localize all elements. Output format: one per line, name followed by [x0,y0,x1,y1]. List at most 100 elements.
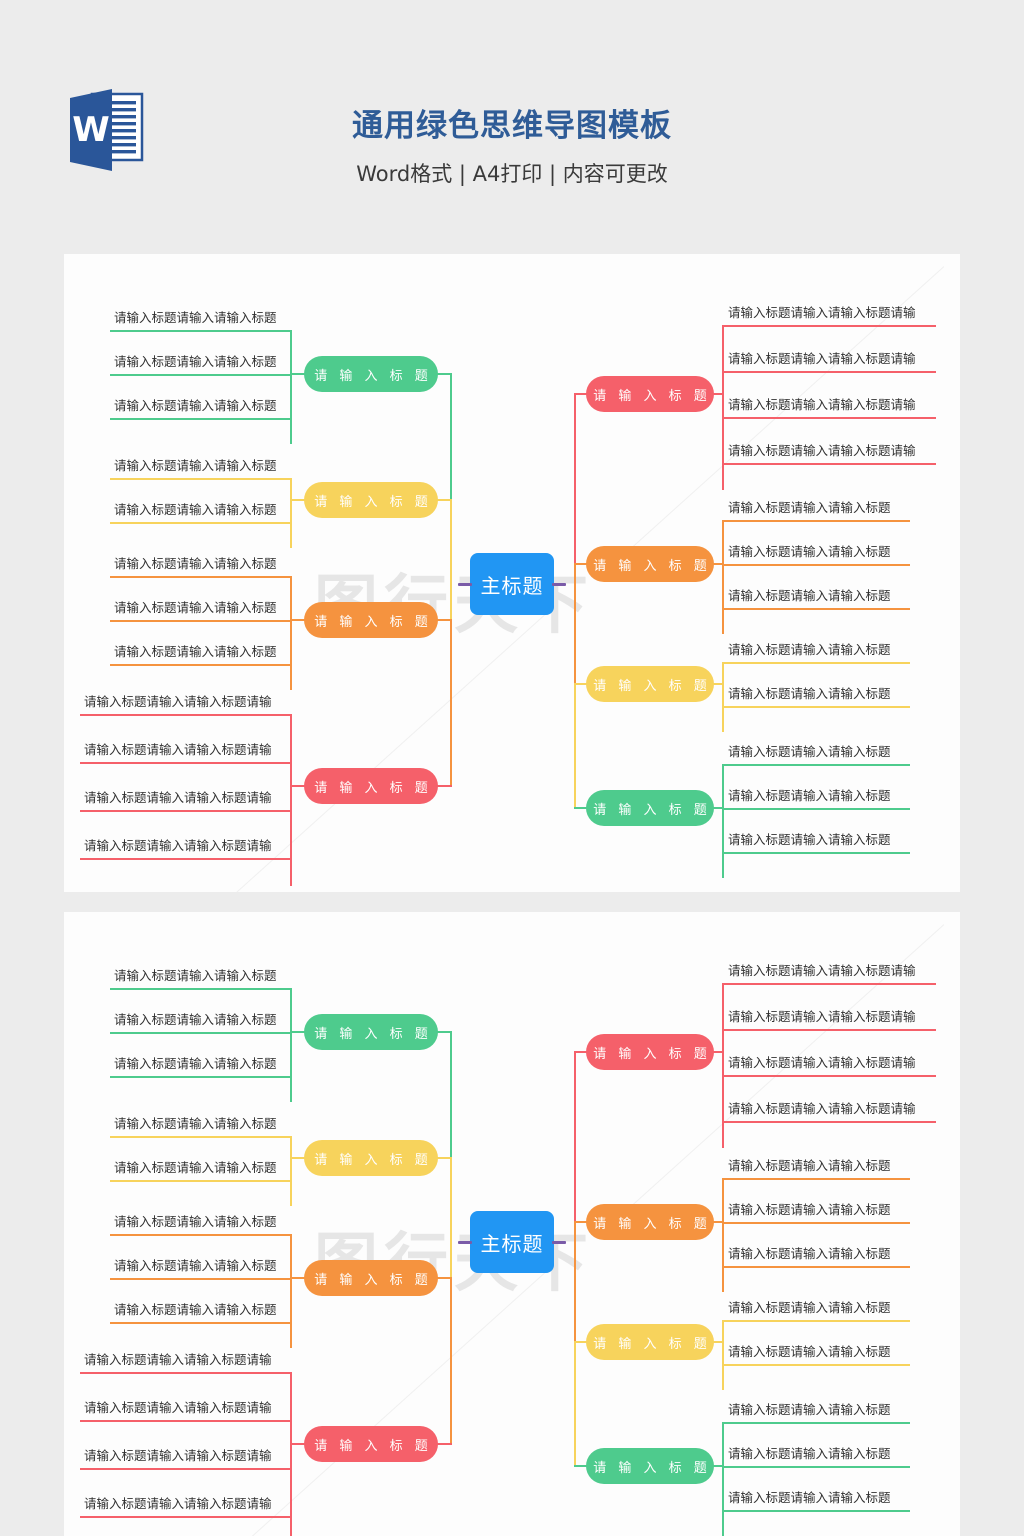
leaf-label: 请输入标题请输入请输入标题请输 [728,963,916,978]
leaf-bracket-right [722,662,724,732]
leaf-label: 请输入标题请输入请输入标题 [728,832,891,847]
leaf-label: 请输入标题请输入请输入标题请输 [84,1400,272,1415]
leaf-bracket-left [290,1372,292,1536]
branch-node-4-right[interactable]: 请 输 入 标 题 [586,790,714,826]
leaf-bracket-right [722,764,724,878]
spine-segment-left [450,1032,452,1158]
leaf-label: 请输入标题请输入请输入标题 [114,398,277,413]
branch-node-2-right[interactable]: 请 输 入 标 题 [586,546,714,582]
leaf-underline [110,664,290,666]
watermark-diagonal [234,1264,555,1536]
leaf-label: 请输入标题请输入请输入标题 [728,788,891,803]
branch-node-1-right[interactable]: 请 输 入 标 题 [586,376,714,412]
watermark-diagonal [234,606,555,892]
leaf-label: 请输入标题请输入请输入标题请输 [84,694,272,709]
leaf-label: 请输入标题请输入请输入标题请输 [84,838,272,853]
leaf-bracket-right [722,1178,724,1292]
branch-node-3-left[interactable]: 请 输 入 标 题 [304,1260,438,1296]
center-node[interactable]: 主标题 [470,1211,554,1273]
branch-node-1-left[interactable]: 请 输 入 标 题 [304,1014,438,1050]
leaf-underline [724,764,910,766]
branch-stub-right [574,1051,590,1053]
spine-segment-left [450,374,452,500]
leaf-underline [110,576,290,578]
branch-node-3-right[interactable]: 请 输 入 标 题 [586,666,714,702]
leaf-bracket-stub-right [710,1341,724,1343]
leaf-bracket-stub-right [710,1221,724,1223]
leaf-label: 请输入标题请输入请输入标题 [728,500,891,515]
leaf-label: 请输入标题请输入请输入标题 [114,354,277,369]
center-node[interactable]: 主标题 [470,553,554,615]
spine-segment-left [450,1158,452,1278]
leaf-bracket-stub-left [290,1157,308,1159]
branch-node-3-left[interactable]: 请 输 入 标 题 [304,602,438,638]
leaf-label: 请输入标题请输入请输入标题 [728,544,891,559]
leaf-label: 请输入标题请输入请输入标题 [728,588,891,603]
leaf-label: 请输入标题请输入请输入标题 [728,744,891,759]
leaf-underline [80,1372,290,1374]
leaf-underline [724,1422,910,1424]
branch-stub-right [574,683,590,685]
leaf-underline [80,858,290,860]
leaf-label: 请输入标题请输入请输入标题请输 [84,1352,272,1367]
branch-stub-left [436,1157,452,1159]
leaf-underline [724,520,910,522]
leaf-bracket-left [290,330,292,444]
branch-node-1-right[interactable]: 请 输 入 标 题 [586,1034,714,1070]
leaf-underline [724,662,910,664]
leaf-underline [110,1136,290,1138]
leaf-underline [724,417,936,419]
leaf-label: 请输入标题请输入请输入标题请输 [84,1448,272,1463]
leaf-label: 请输入标题请输入请输入标题请输 [728,443,916,458]
leaf-underline [724,1466,910,1468]
branch-stub-left [436,1031,452,1033]
branch-node-2-left[interactable]: 请 输 入 标 题 [304,482,438,518]
center-stub-left [458,1241,472,1244]
spine-segment-left [450,620,452,786]
leaf-underline [724,371,936,373]
branch-stub-right [574,807,590,809]
leaf-label: 请输入标题请输入请输入标题 [114,968,277,983]
branch-stub-right [574,1465,590,1467]
leaf-underline [110,620,290,622]
leaf-label: 请输入标题请输入请输入标题 [114,1258,277,1273]
spine-segment-left [450,1278,452,1444]
leaf-underline [724,706,910,708]
leaf-label: 请输入标题请输入请输入标题请输 [84,1496,272,1511]
leaf-underline [110,1322,290,1324]
branch-node-3-right[interactable]: 请 输 入 标 题 [586,1324,714,1360]
leaf-bracket-stub-right [710,563,724,565]
mindmap-card-1: 图行天下请 输 入 标 题请输入标题请输入请输入标题请输入标题请输入请输入标题请… [64,254,960,892]
leaf-label: 请输入标题请输入请输入标题 [728,1202,891,1217]
branch-node-2-left[interactable]: 请 输 入 标 题 [304,1140,438,1176]
leaf-underline [110,988,290,990]
branch-node-4-right[interactable]: 请 输 入 标 题 [586,1448,714,1484]
leaf-underline [110,1076,290,1078]
spine-segment-right [574,1052,576,1222]
leaf-label: 请输入标题请输入请输入标题 [728,1344,891,1359]
spine-segment-right [574,684,576,808]
leaf-underline [110,1234,290,1236]
leaf-bracket-left [290,1234,292,1348]
leaf-bracket-left [290,988,292,1102]
leaf-bracket-left [290,576,292,690]
leaf-underline [110,418,290,420]
word-document-icon: W [64,84,156,176]
branch-node-4-left[interactable]: 请 输 入 标 题 [304,1426,438,1462]
leaf-underline [724,1364,910,1366]
leaf-label: 请输入标题请输入请输入标题 [114,1302,277,1317]
leaf-underline [80,714,290,716]
branch-node-2-right[interactable]: 请 输 入 标 题 [586,1204,714,1240]
leaf-bracket-right [722,1320,724,1390]
leaf-underline [724,1266,910,1268]
leaf-underline [110,1278,290,1280]
leaf-bracket-left [290,714,292,886]
branch-node-4-left[interactable]: 请 输 入 标 题 [304,768,438,804]
leaf-bracket-stub-left [290,1031,308,1033]
leaf-bracket-right [722,983,724,1148]
leaf-underline [110,478,290,480]
leaf-label: 请输入标题请输入请输入标题 [728,642,891,657]
mindmap-stage-1: 图行天下请 输 入 标 题请输入标题请输入请输入标题请输入标题请输入请输入标题请… [64,254,960,892]
leaf-label: 请输入标题请输入请输入标题请输 [84,742,272,757]
branch-node-1-left[interactable]: 请 输 入 标 题 [304,356,438,392]
